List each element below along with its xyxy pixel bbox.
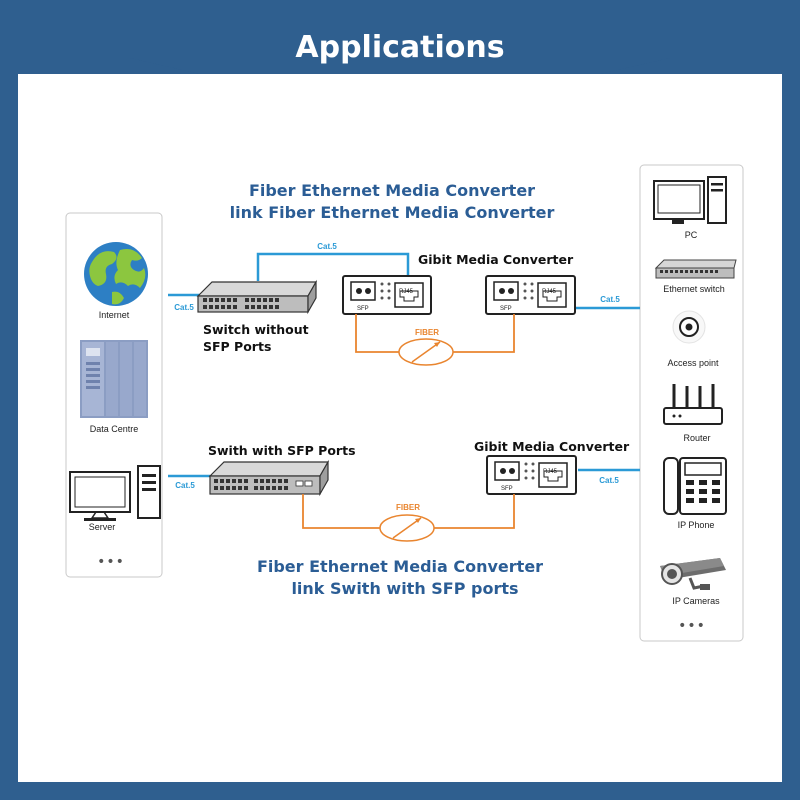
top-fiber-left [355, 314, 400, 353]
device-label-pc: PC [685, 230, 698, 240]
left-device-panel: Internet Data Centre Server [65, 212, 163, 578]
top-right-rj45-port-label: RJ45 [542, 289, 557, 295]
top-left-cat5-label: Cat.5 [174, 303, 194, 312]
top-fiber-label: FIBER [415, 328, 439, 337]
right-panel-more-dots: ••• [678, 618, 706, 634]
device-label-data-centre: Data Centre [90, 424, 139, 434]
top-right-sfp-port-label: SFP [500, 306, 512, 312]
router-icon [663, 384, 723, 425]
top-fiber-coil-icon [398, 338, 454, 366]
bottom-fiber-right [434, 494, 515, 529]
top-switch-label-line1: Switch without [203, 322, 309, 337]
top-diagram: Cat.5 Cat.5 Cat.5 Switch without SFP Por… [168, 242, 640, 366]
access-point-icon [672, 310, 706, 344]
media-converter-top-left: SFP RJ45 [342, 275, 432, 315]
media-converter-top-right: SFP RJ45 [485, 275, 576, 315]
top-cat5-switch-link [256, 252, 410, 281]
top-fiber-right [452, 314, 515, 353]
switch-without-sfp-icon [196, 279, 318, 315]
media-converter-bottom: SFP RJ45 [486, 455, 577, 495]
bottom-fiber-coil-icon [379, 514, 435, 542]
bottom-caption-line2: link Swith with SFP ports [291, 579, 518, 598]
device-label-ethernet-switch: Ethernet switch [663, 284, 725, 294]
globe-icon [84, 242, 148, 306]
switch-with-sfp-icon [208, 459, 330, 497]
switch-icon [654, 259, 737, 279]
device-label-ip-cameras: IP Cameras [672, 596, 720, 606]
bottom-right-cat5-label: Cat.5 [599, 476, 619, 485]
device-label-ip-phone: IP Phone [678, 520, 715, 530]
computer-tower-icon [69, 465, 161, 521]
camera-icon [660, 558, 726, 590]
top-left-sfp-port-label: SFP [357, 306, 369, 312]
device-label-internet: Internet [99, 310, 130, 320]
device-label-access-point: Access point [667, 358, 719, 368]
server-rack-icon [80, 340, 148, 418]
bottom-fiber-label: FIBER [396, 503, 420, 512]
device-label-router: Router [683, 433, 710, 443]
desktop-pc-icon [653, 176, 727, 224]
top-right-cat5-label: Cat.5 [600, 295, 620, 304]
bottom-sfp-port-label: SFP [501, 486, 513, 492]
header-tab [130, 0, 670, 74]
page-title: Applications [295, 30, 504, 65]
right-device-panel: PC Ethernet switch Access point Router [639, 164, 744, 642]
top-center-cat5-label: Cat.5 [317, 242, 337, 251]
bottom-caption-line1: Fiber Ethernet Media Converter [257, 557, 543, 576]
left-panel-more-dots: ••• [97, 554, 125, 570]
top-converter-label: Gibit Media Converter [418, 252, 574, 267]
top-left-rj45-port-label: RJ45 [399, 289, 414, 295]
bottom-converter-label: Gibit Media Converter [474, 439, 630, 454]
bottom-left-cat5-label: Cat.5 [175, 481, 195, 490]
top-switch-label-line2: SFP Ports [203, 339, 271, 354]
bottom-switch-label: Swith with SFP Ports [208, 443, 356, 458]
phone-icon [663, 457, 727, 515]
top-caption-line1: Fiber Ethernet Media Converter [249, 181, 535, 200]
bottom-diagram: Cat.5 Cat.5 Swith with SFP Ports Gibit M… [168, 439, 640, 542]
top-caption-line2: link Fiber Ethernet Media Converter [230, 203, 555, 222]
device-label-server: Server [89, 522, 116, 532]
bottom-rj45-port-label: RJ45 [543, 469, 558, 475]
bottom-fiber-left [302, 494, 380, 529]
